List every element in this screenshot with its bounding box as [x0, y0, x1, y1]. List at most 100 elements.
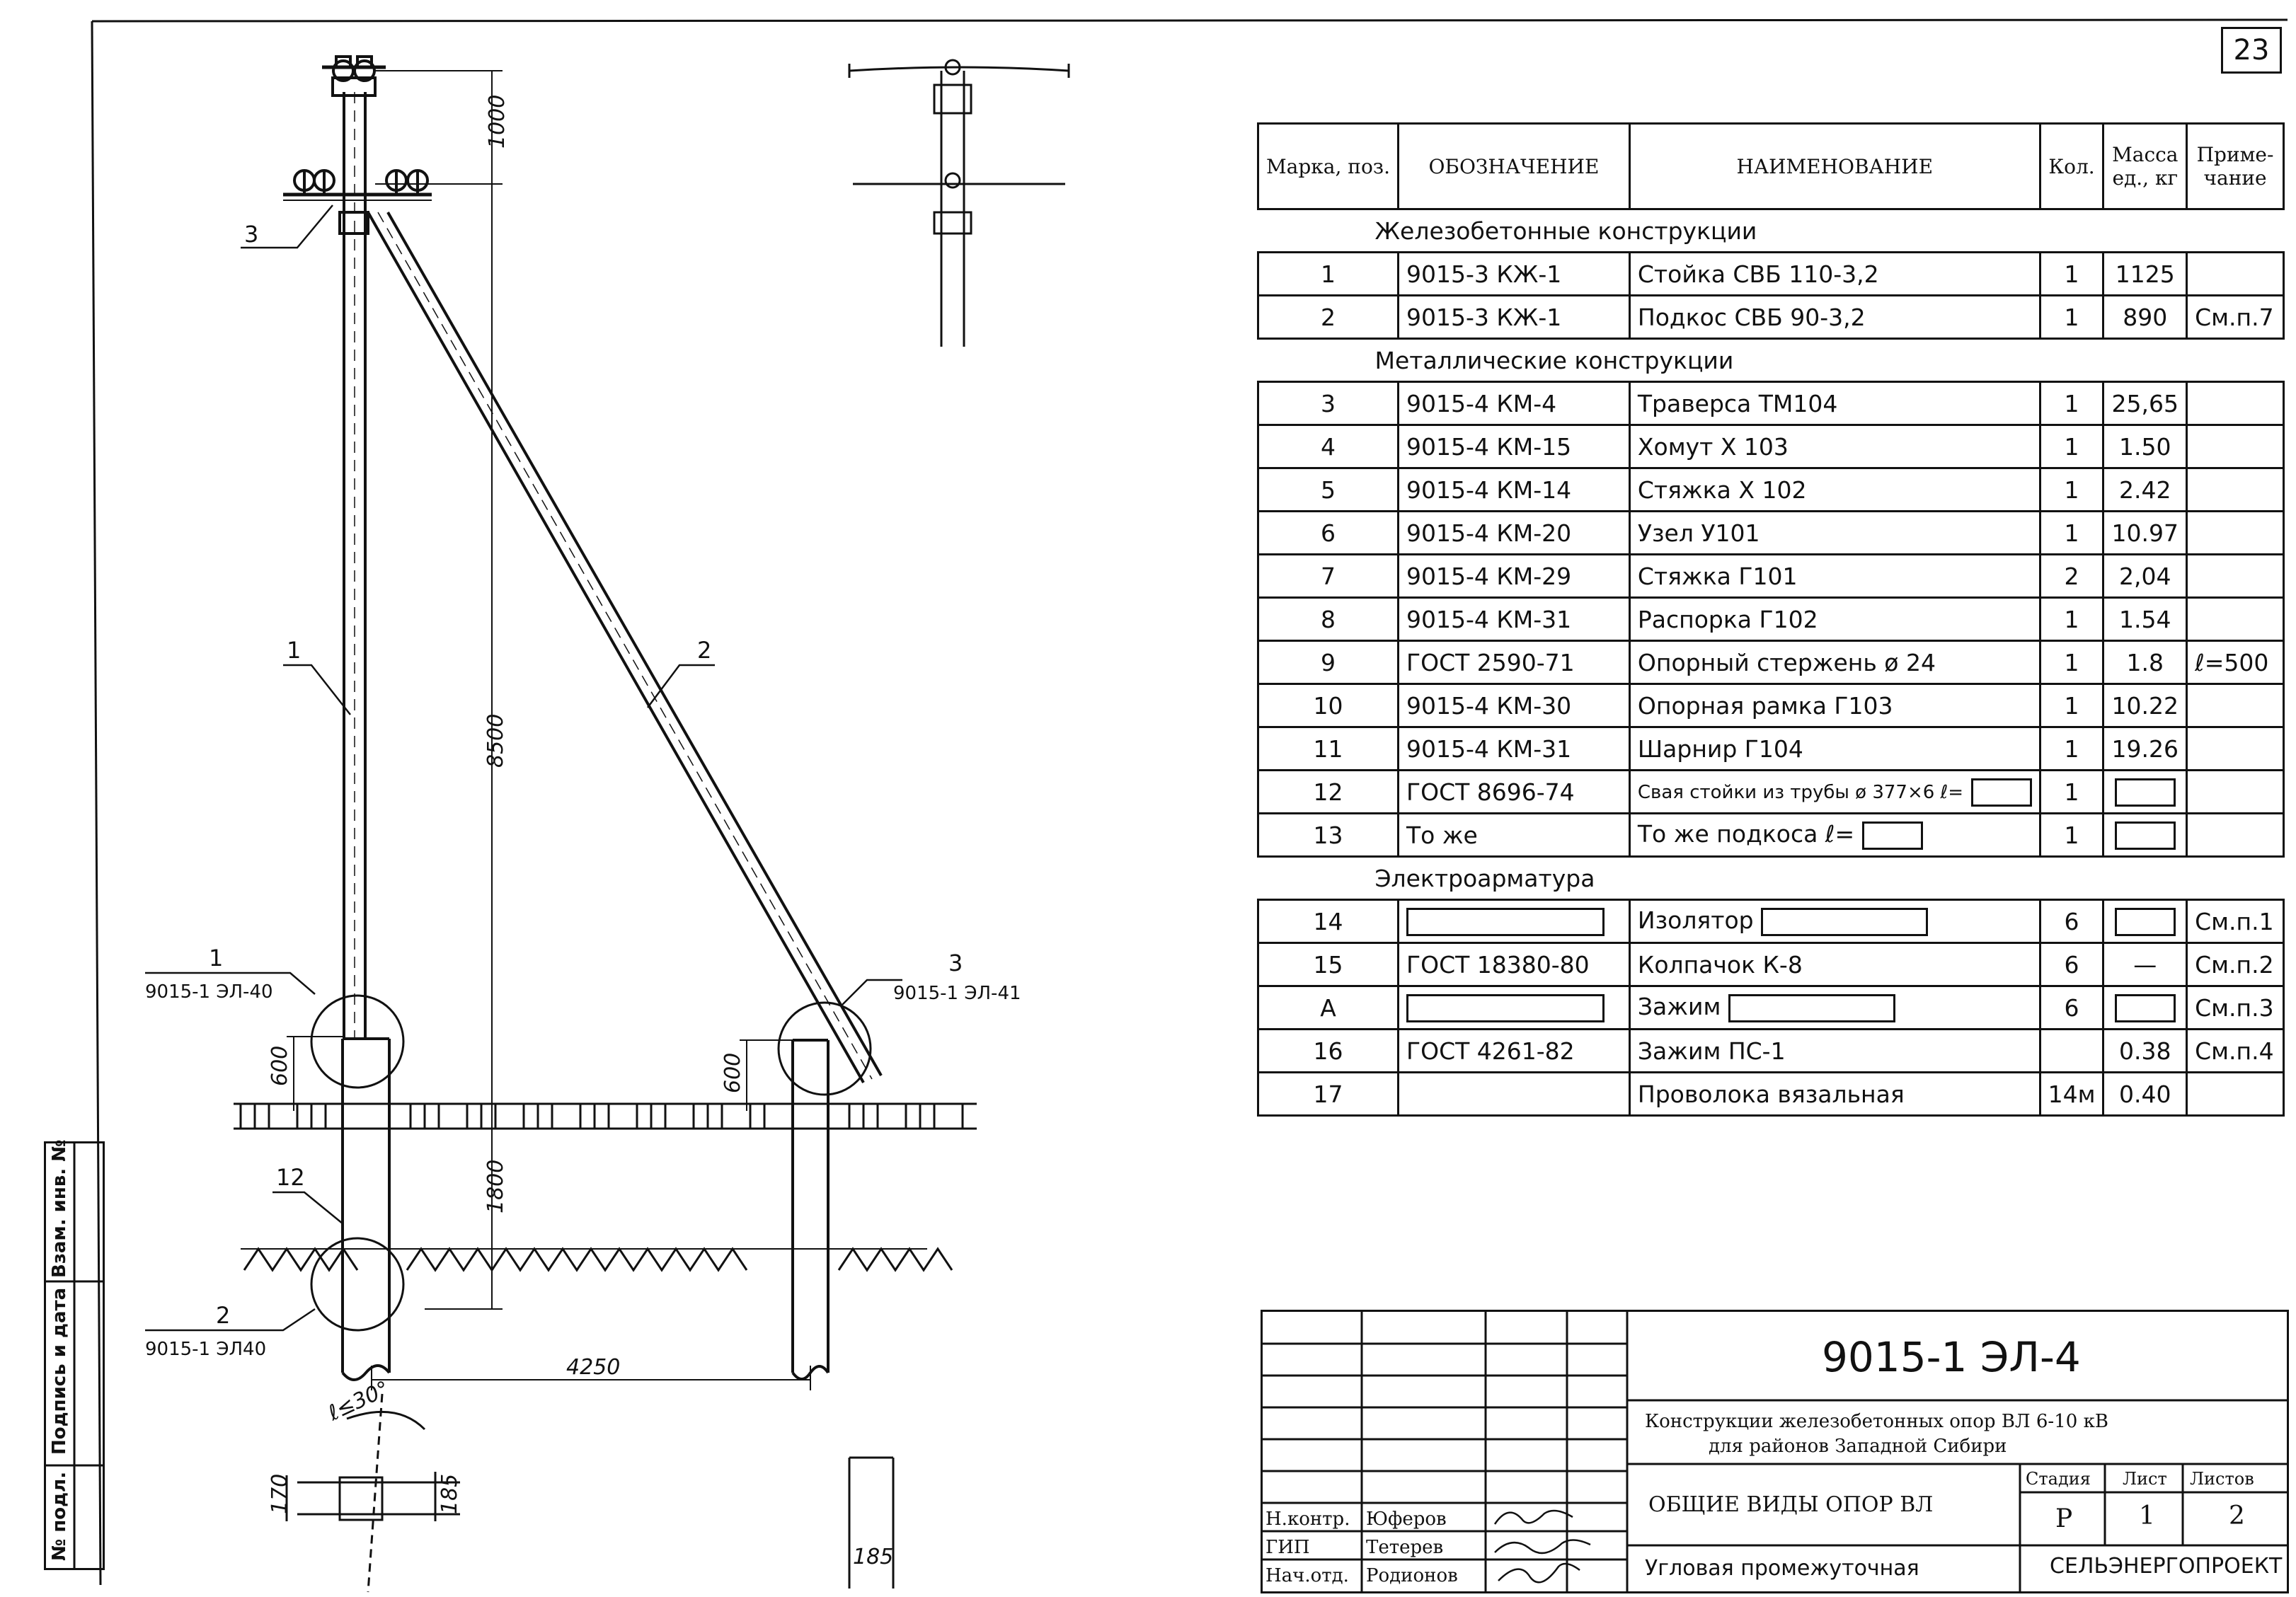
- cell-designation: 9015-4 КМ-14: [1396, 467, 1631, 512]
- cell-designation: 9015-4 КМ-31: [1396, 596, 1631, 642]
- cell-name: Колпачок К-8: [1628, 942, 2041, 987]
- cell-pos: 13: [1257, 812, 1399, 858]
- cell-qty: 1: [2038, 424, 2105, 469]
- stage-label: Стадия: [2026, 1469, 2091, 1489]
- cell-pos: 4: [1257, 424, 1399, 469]
- cell-note: [2186, 553, 2285, 599]
- side-view: [848, 59, 1070, 347]
- cell-note: См.п.2: [2186, 942, 2285, 987]
- table-row: 3 9015-4 КМ-4 Траверса ТМ104 1 25,65: [1257, 381, 2285, 426]
- table-row: 15 ГОСТ 18380-80 Колпачок К-8 6 — См.п.2: [1257, 942, 2285, 987]
- stamp-sign-date: Подпись и дата: [49, 1287, 70, 1455]
- cell-name: Хомут Х 103: [1628, 424, 2041, 469]
- cell-qty: [2038, 1028, 2105, 1073]
- project-line-1: Конструкции железобетонных опор ВЛ 6-10 …: [1645, 1411, 2108, 1432]
- callout-3: 3: [244, 221, 258, 248]
- designation-blank: [1406, 907, 1605, 936]
- cell-designation: ГОСТ 4261-82: [1396, 1028, 1631, 1073]
- cell-name: Стойка СВБ 110-3,2: [1628, 251, 2041, 296]
- cell-name: Распорка Г102: [1628, 596, 2041, 642]
- cell-name: Шарнир Г104: [1628, 726, 2041, 771]
- table-row: 14 Изолятор 6 См.п.1: [1257, 899, 2285, 944]
- cell-mass: 1125: [2102, 251, 2188, 296]
- cell-pos: А: [1257, 985, 1399, 1030]
- signature-name: Юферов: [1366, 1509, 1447, 1530]
- dim-185-a: 185: [437, 1474, 462, 1514]
- ground-hatch: [239, 1104, 964, 1272]
- stamp-inv-no: № подл.: [49, 1471, 70, 1561]
- sheets-value: 2: [2229, 1501, 2245, 1530]
- section-title: Металлические конструкции: [1258, 338, 2284, 383]
- length-blank: [1970, 778, 2032, 807]
- cell-mass: 2,04: [2102, 553, 2188, 599]
- header-mass: Масса ед., кг: [2102, 122, 2188, 210]
- cell-qty: 1: [2038, 467, 2105, 512]
- cell-note: См.п.3: [2186, 985, 2285, 1030]
- mass-blank: [2114, 778, 2176, 807]
- callout-2: 2: [697, 637, 711, 664]
- cell-note: [2186, 683, 2285, 728]
- designation-blank: [1406, 993, 1605, 1022]
- cell-designation: ГОСТ 18380-80: [1396, 942, 1631, 987]
- cell-note: [2186, 424, 2285, 469]
- cell-name: Проволока вязальная: [1628, 1071, 2041, 1117]
- cell-pos: 8: [1257, 596, 1399, 642]
- cell-note: [2186, 1071, 2285, 1117]
- cell-designation: 9015-4 КМ-31: [1396, 726, 1631, 771]
- name-blank: [1728, 993, 1895, 1022]
- cell-note: См.п.4: [2186, 1028, 2285, 1073]
- table-row: 7 9015-4 КМ-29 Стяжка Г101 2 2,04: [1257, 553, 2285, 599]
- table-row: 11 9015-4 КМ-31 Шарнир Г104 1 19.26: [1257, 726, 2285, 771]
- cell-qty: 1: [2038, 726, 2105, 771]
- sheet-title: ОБЩИЕ ВИДЫ ОПОР ВЛ: [1648, 1492, 1934, 1517]
- sheet-subtitle: Угловая промежуточная: [1645, 1556, 1919, 1581]
- cell-mass: 2.42: [2102, 467, 2188, 512]
- cell-designation: [1396, 899, 1631, 944]
- table-row: 13 То же То же подкоса ℓ= 1: [1257, 812, 2285, 858]
- sheet-label: Лист: [2123, 1469, 2167, 1489]
- cell-pos: 2: [1257, 294, 1399, 340]
- cell-note: [2186, 726, 2285, 771]
- header-qty: Кол.: [2038, 122, 2105, 210]
- clamp-name-text: Зажим: [1637, 993, 1721, 1021]
- cell-mass: 10.22: [2102, 683, 2188, 728]
- header-name: НАИМЕНОВАНИЕ: [1628, 122, 2041, 210]
- cell-mass: [2102, 985, 2188, 1030]
- dim-600-right: 600: [721, 1053, 745, 1093]
- cell-mass: 0.38: [2102, 1028, 2188, 1073]
- table-row: 9 ГОСТ 2590-71 Опорный стержень ø 24 1 1…: [1257, 640, 2285, 685]
- cell-pos: 9: [1257, 640, 1399, 685]
- callout-1: 1: [287, 637, 301, 664]
- cell-qty: 6: [2038, 942, 2105, 987]
- cell-name: Подкос СВБ 90-3,2: [1628, 294, 2041, 340]
- dim-1800: 1800: [483, 1160, 508, 1213]
- cell-designation: [1396, 1071, 1631, 1117]
- cell-note: См.п.7: [2186, 294, 2285, 340]
- organization: СЕЛЬЭНЕРГОПРОЕКТ: [2050, 1554, 2283, 1579]
- table-row: 1 9015-3 КЖ-1 Стойка СВБ 110-3,2 1 1125: [1257, 251, 2285, 296]
- sheet-value: 1: [2139, 1501, 2155, 1530]
- dim-8500: 8500: [483, 714, 508, 768]
- stamp-strip: Взам. инв. № Подпись и дата № подл.: [44, 1140, 105, 1570]
- cell-pos: 10: [1257, 683, 1399, 728]
- signature-role: ГИП: [1265, 1537, 1310, 1558]
- callout-12: 12: [276, 1164, 305, 1191]
- signature-name: Тетерев: [1366, 1537, 1444, 1558]
- insulator-name-text: Изолятор: [1637, 906, 1754, 935]
- table-row: 4 9015-4 КМ-15 Хомут Х 103 1 1.50: [1257, 424, 2285, 469]
- table-row: А Зажим 6 См.п.3: [1257, 985, 2285, 1030]
- cell-note: [2186, 769, 2285, 814]
- cell-mass: 19.26: [2102, 726, 2188, 771]
- section-row: Электроарматура: [1258, 855, 2284, 901]
- cell-pos: 15: [1257, 942, 1399, 987]
- cell-pos: 11: [1257, 726, 1399, 771]
- ref-3-code: 9015-1 ЭЛ-41: [893, 983, 1021, 1004]
- sheets-label: Листов: [2190, 1469, 2254, 1489]
- cell-mass: 1.8: [2102, 640, 2188, 685]
- ground-lines: [234, 1102, 977, 1250]
- cell-pos: 16: [1257, 1028, 1399, 1073]
- cell-designation: 9015-3 КЖ-1: [1396, 251, 1631, 296]
- cell-qty: 1: [2038, 510, 2105, 555]
- cell-note: [2186, 812, 2285, 858]
